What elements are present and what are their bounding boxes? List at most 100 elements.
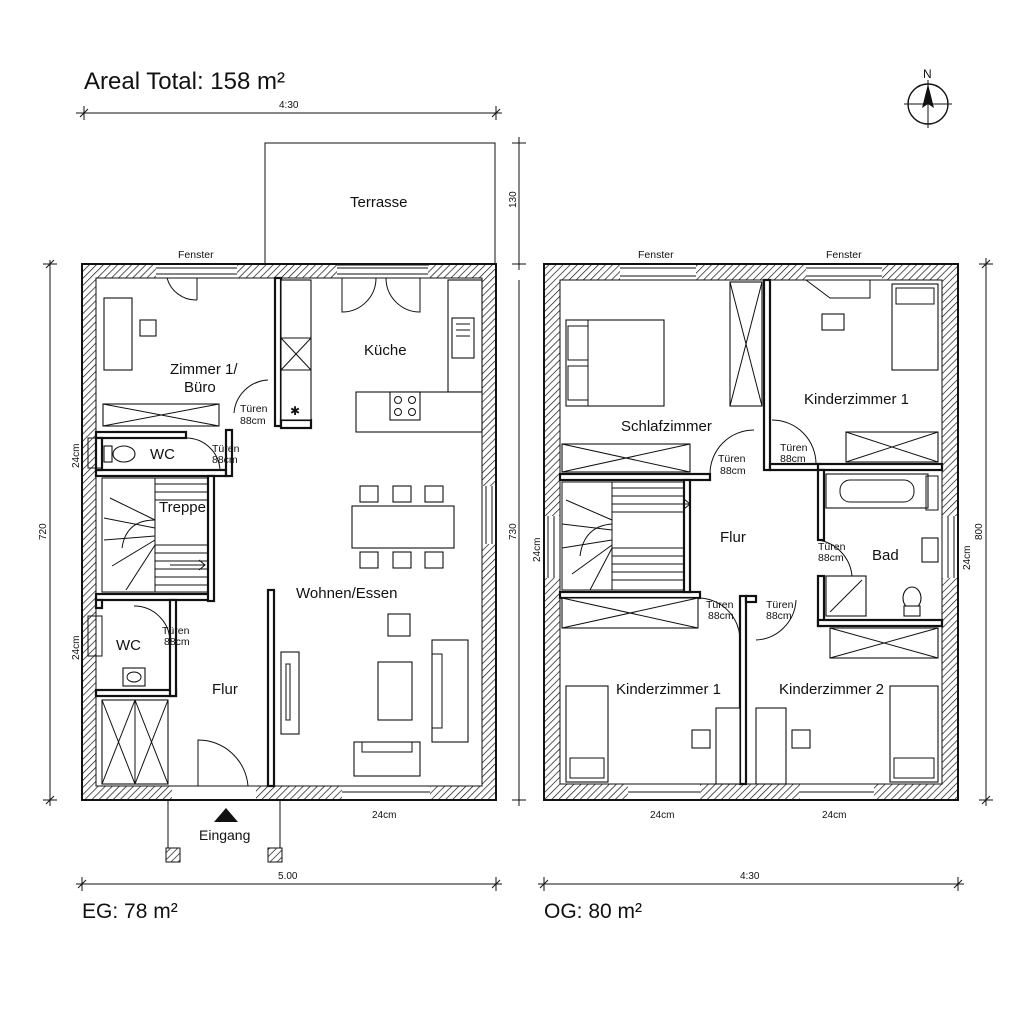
chair-icon <box>791 729 811 749</box>
armchair-icon <box>387 613 411 637</box>
dimension-top-eg: 4:30 <box>76 100 502 120</box>
door-width-label: 88cm <box>720 465 746 477</box>
north-arrow-icon: N <box>904 67 952 128</box>
door-label: Türen <box>240 403 268 415</box>
dimension-terrace-depth: 130 <box>508 137 526 270</box>
entrance-arrow-icon <box>214 808 238 822</box>
room-kids-2: Kinderzimmer 2 Türen 88cm <box>755 599 939 785</box>
hall-label-eg: Flur <box>212 681 238 698</box>
kitchen-sink-icon <box>451 317 475 359</box>
chair-icon <box>821 313 845 331</box>
staircase-og <box>561 481 691 591</box>
room-kitchen: ✱ Küche <box>280 277 483 433</box>
upper-floor-area: OG: 80 m² <box>544 900 642 923</box>
room-bath: Bad Türen 88cm <box>817 473 939 617</box>
entrance-label: Eingang <box>199 827 250 843</box>
door-width-label: 88cm <box>818 552 844 564</box>
kids-2-label: Kinderzimmer 2 <box>779 681 884 698</box>
kitchen-counter-icon <box>280 279 312 421</box>
dimension-label: 24cm <box>372 810 396 821</box>
dimension-label: 24cm <box>532 538 543 562</box>
kitchen-label: Küche <box>364 342 407 359</box>
dimension-label: 24cm <box>822 810 846 821</box>
bath-label: Bad <box>872 547 899 564</box>
dimension-label: 24cm <box>650 810 674 821</box>
room-office: Zimmer 1/ Büro <box>102 277 238 427</box>
dimension-label: 5.00 <box>278 871 298 882</box>
staircase: Treppe <box>101 477 209 593</box>
dimension-left-eg: 720 24cm 24cm <box>38 259 82 806</box>
hall-label-og: Flur <box>720 529 746 546</box>
room-bedroom: Schlafzimmer Türen 88cm <box>561 281 763 477</box>
terrace-label: Terrasse <box>350 194 408 211</box>
dimension-bottom-eg: 5.00 <box>76 871 502 891</box>
dimension-label: 800 <box>974 523 985 540</box>
window-label: Fenster <box>178 249 214 261</box>
bed-icon <box>891 283 939 371</box>
dimension-label: 730 <box>508 523 519 540</box>
double-bed-icon <box>565 319 665 407</box>
door-width-label: 88cm <box>766 610 792 622</box>
sofa-icon <box>431 639 469 743</box>
dimension-label: 4:30 <box>740 871 760 882</box>
bedroom-label: Schlafzimmer <box>621 418 712 435</box>
door-label: Türen <box>718 453 746 465</box>
sofa-icon <box>353 741 421 777</box>
dimension-label: 4:30 <box>279 100 299 111</box>
desk-icon <box>755 707 787 785</box>
ground-floor-area: EG: 78 m² <box>82 900 178 923</box>
total-area-title: Areal Total: 158 m² <box>84 68 285 95</box>
room-wc-lower: WC <box>87 615 146 687</box>
toilet-icon <box>112 445 136 463</box>
entrance-door: Eingang <box>165 739 283 863</box>
chair-icon <box>139 319 157 337</box>
bathtub-icon <box>825 473 929 509</box>
dimension-label: 24cm <box>71 636 82 660</box>
kids-1-bottom-label: Kinderzimmer 1 <box>616 681 721 698</box>
door-width-label: 88cm <box>212 454 238 466</box>
door-wc-lower: Türen 88cm <box>133 605 190 648</box>
room-kids-1-bottom: Kinderzimmer 1 Türen 88cm <box>561 597 741 785</box>
desk-icon <box>715 707 741 785</box>
door-width-label: 88cm <box>708 610 734 622</box>
wc-lower-label: WC <box>116 637 141 654</box>
chair-icon <box>691 729 711 749</box>
door-label: Türen <box>818 541 846 553</box>
ground-floor-plan: 4:30 Terrasse 130 <box>38 100 526 923</box>
office-label-2: Büro <box>184 379 216 396</box>
wc-upper-label: WC <box>150 446 175 463</box>
window-label: Fenster <box>826 249 862 261</box>
office-label-1: Zimmer 1/ <box>170 361 238 378</box>
dimension-right-og: 800 24cm 24cm <box>532 258 993 806</box>
kids-1-top-label: Kinderzimmer 1 <box>804 391 909 408</box>
door-width-label: 88cm <box>240 415 266 427</box>
sink-icon <box>122 667 146 687</box>
exterior-walls-og <box>543 263 959 801</box>
dimension-label: 24cm <box>962 546 973 570</box>
door-label: Türen <box>162 625 190 637</box>
sink-icon <box>921 537 939 563</box>
door-width-label: 88cm <box>780 453 806 465</box>
living-furniture <box>280 613 469 777</box>
coffee-table-icon <box>377 661 413 721</box>
dimension-label: 24cm <box>71 444 82 468</box>
door-wc-upper: Türen 88cm <box>185 437 240 471</box>
exterior-walls-eg <box>81 263 497 801</box>
dining-table-icon <box>351 485 455 569</box>
door-label: Türen <box>212 443 240 455</box>
bed-icon <box>889 685 939 783</box>
interior-walls-eg <box>94 276 313 788</box>
window-top-eg <box>156 267 493 801</box>
window-label: Fenster <box>638 249 674 261</box>
fan-icon: ✱ <box>290 404 300 418</box>
bed-icon <box>565 685 609 783</box>
room-wc-upper: WC <box>87 437 175 469</box>
upper-floor-plan: Fenster Fenster <box>512 249 993 923</box>
door-width-label: 88cm <box>164 636 190 648</box>
dimension-label: 720 <box>38 523 49 540</box>
door-label: Türen <box>766 599 794 611</box>
wardrobe-icon <box>101 699 169 785</box>
door-label: Türen <box>706 599 734 611</box>
north-label: N <box>923 67 932 81</box>
